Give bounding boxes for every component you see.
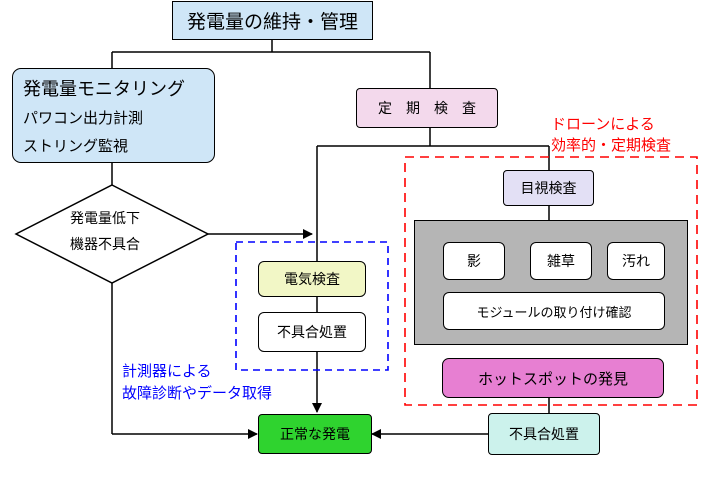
check-weeds-box: 雑草	[530, 242, 592, 280]
defect-treatment-left-label: 不具合処置	[277, 325, 347, 341]
monitoring-line1: パワコン出力計測	[23, 109, 144, 127]
electrical-inspection-label: 電気検査	[284, 272, 340, 288]
instrument-note-line1: 計測器による	[122, 362, 212, 380]
defect-treatment-right-label: 不具合処置	[509, 427, 579, 443]
monitoring-box: 発電量モニタリング パワコン出力計測 ストリング監視	[12, 68, 215, 163]
decision-diamond	[14, 184, 210, 284]
monitoring-line2: ストリング監視	[23, 137, 129, 155]
defect-treatment-left-box: 不具合処置	[258, 312, 366, 352]
drone-note-line2: 効率的・定期検査	[551, 136, 672, 154]
monitoring-title: 発電量モニタリング	[23, 79, 185, 100]
decision-line2: 機器不具合	[70, 237, 140, 253]
check-shadow-box: 影	[443, 242, 505, 280]
check-weeds-label: 雑草	[547, 254, 575, 270]
check-module-box: モジュールの取り付け確認	[443, 292, 665, 330]
title-text: 発電量の維持・管理	[186, 11, 358, 33]
defect-treatment-right-box: 不具合処置	[488, 413, 600, 455]
visual-inspection-label: 目視検査	[520, 181, 577, 197]
normal-generation-label: 正常な発電	[280, 427, 350, 443]
periodic-inspection-label: 定 期 検 査	[378, 101, 476, 117]
instrument-dashed-frame	[235, 241, 389, 371]
check-dirt-box: 汚れ	[607, 242, 665, 280]
check-module-label: モジュールの取り付け確認	[476, 305, 632, 321]
visual-inspection-box: 目視検査	[503, 170, 594, 206]
check-shadow-label: 影	[467, 254, 481, 270]
electrical-inspection-box: 電気検査	[258, 261, 366, 297]
hotspot-label: ホットスポットの発見	[477, 369, 628, 388]
hotspot-box: ホットスポットの発見	[442, 358, 664, 398]
decision-line1: 発電量低下	[70, 211, 140, 227]
periodic-inspection-box: 定 期 検 査	[356, 88, 498, 128]
title-box: 発電量の維持・管理	[172, 1, 373, 40]
instrument-note-line2: 故障診断やデータ取得	[122, 384, 273, 402]
check-dirt-label: 汚れ	[622, 254, 650, 270]
normal-generation-box: 正常な発電	[258, 414, 372, 454]
drone-note-line1: ドローンによる	[551, 115, 655, 133]
